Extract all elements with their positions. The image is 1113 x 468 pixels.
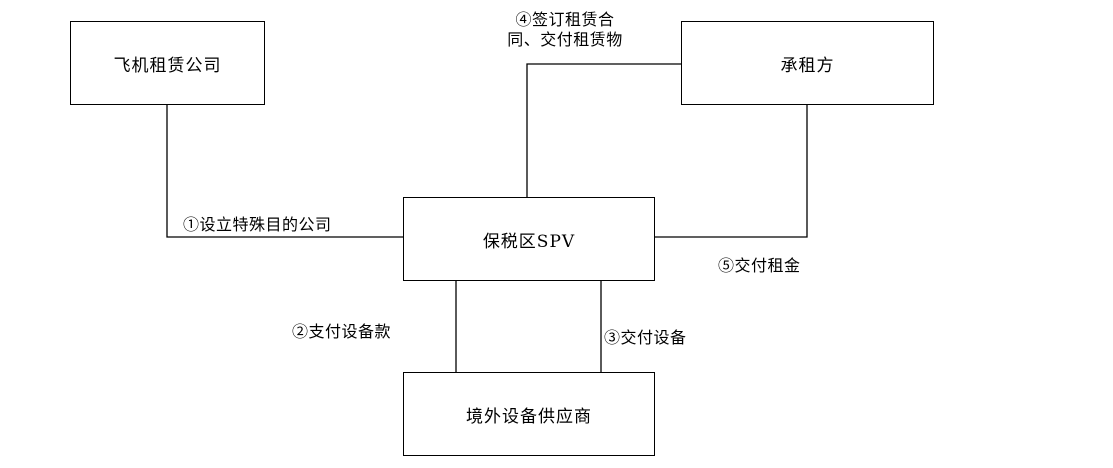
step2-label: ②支付设备款 [292,322,392,341]
connector-lessor-to-spv [166,105,403,238]
spv-label: 保税区SPV [482,231,576,252]
connector-lessee-to-spv-right [655,105,808,238]
lessee-box: 承租方 [681,21,934,105]
step3-label: ③交付设备 [604,328,687,347]
lessor-company-label: 飞机租赁公司 [113,55,222,76]
spv-box: 保税区SPV [403,197,655,281]
step4-label-line2: 同、交付租赁物 [507,30,623,49]
connector-spv-to-lessee-top [526,63,681,197]
step1-label: ①设立特殊目的公司 [183,215,332,234]
supplier-box: 境外设备供应商 [403,372,655,456]
lessee-label: 承租方 [780,55,835,76]
step4-label-line1: ④签订租赁合 [515,10,615,29]
lessor-company-box: 飞机租赁公司 [70,21,265,105]
supplier-label: 境外设备供应商 [466,406,592,427]
step4-label: ④签订租赁合 同、交付租赁物 [480,10,650,50]
step5-label: ⑤交付租金 [718,256,801,275]
